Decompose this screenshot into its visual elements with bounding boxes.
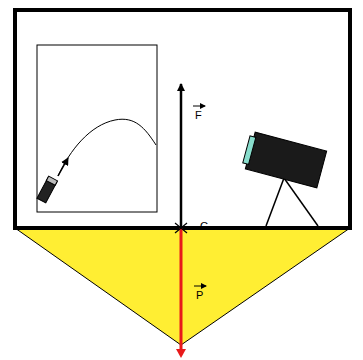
camera <box>241 131 326 188</box>
weight-label: P <box>196 290 203 301</box>
vector-mark <box>193 106 205 107</box>
force-arrow <box>180 84 183 228</box>
trajectory-curve <box>58 119 156 176</box>
vector-mark <box>194 286 206 287</box>
force-label: F <box>195 110 202 121</box>
point-label: G <box>200 221 209 232</box>
rocket <box>37 176 58 203</box>
trajectory-arrow <box>58 158 68 176</box>
weight-arrow <box>180 228 183 352</box>
weight-arrowhead <box>176 349 186 358</box>
center-cross <box>175 223 187 233</box>
picture-frame <box>37 45 157 212</box>
room-frame <box>15 10 350 228</box>
